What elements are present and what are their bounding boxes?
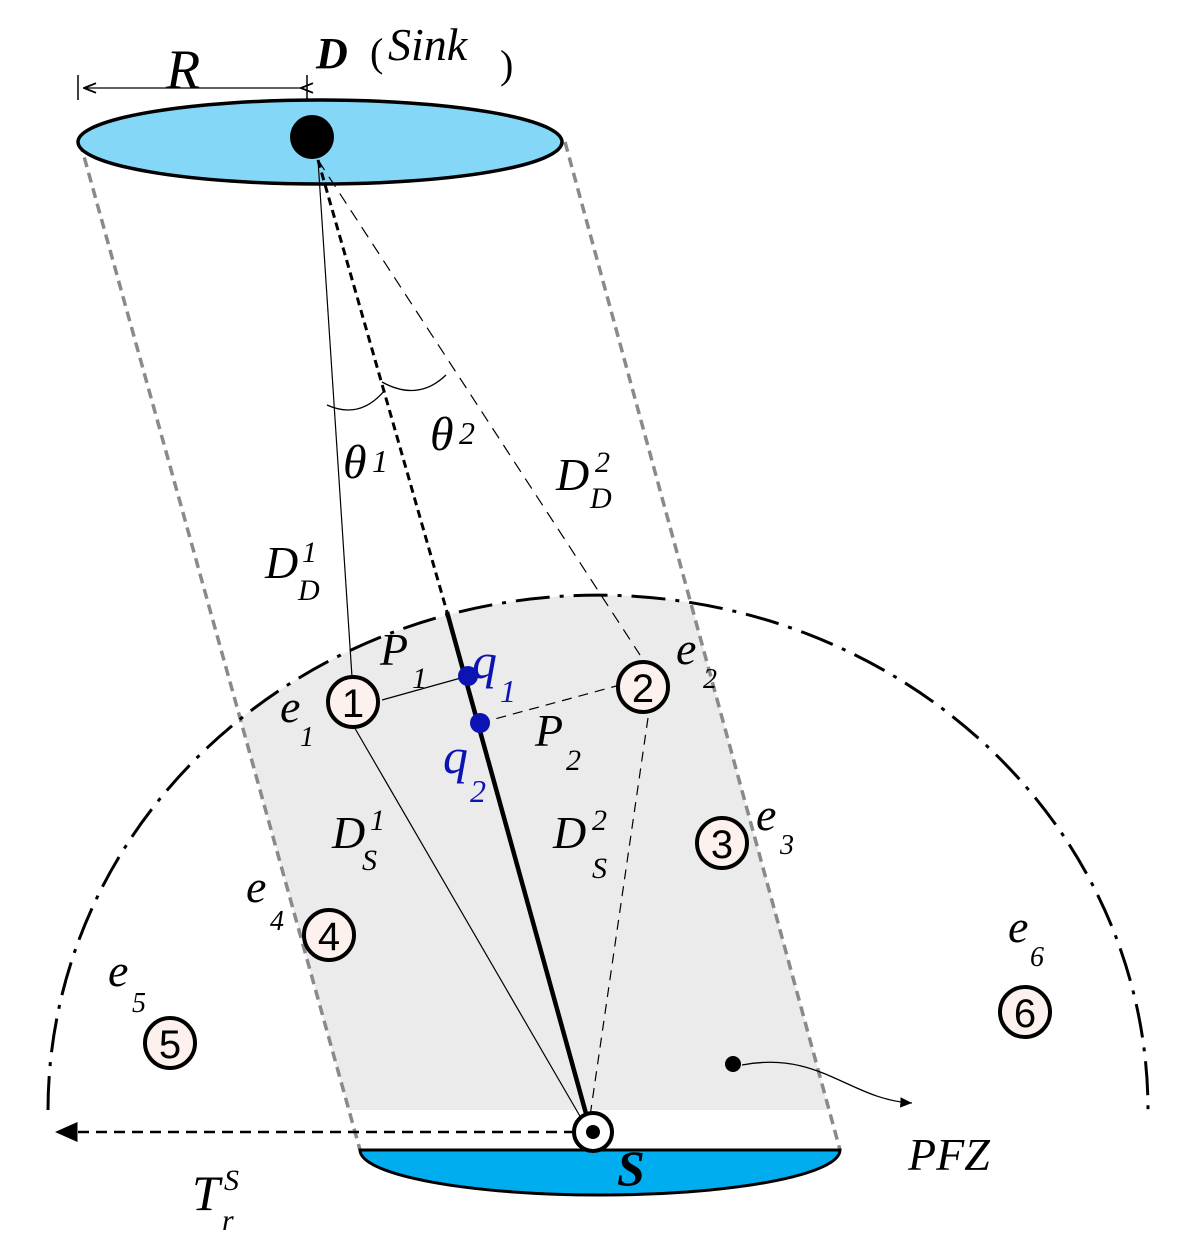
source-base-ellipse xyxy=(358,1148,842,1197)
node-4-subscript: 4 xyxy=(270,906,284,937)
node-1-subscript: 1 xyxy=(300,722,314,753)
node-3-label: e xyxy=(756,789,776,840)
dd1-subscript: D xyxy=(297,574,320,607)
node-5-subscript: 5 xyxy=(132,988,146,1019)
theta2-superscript: 2 xyxy=(459,415,475,451)
projection-p2 xyxy=(479,684,621,724)
node-6: 6 xyxy=(998,985,1052,1039)
source-label: S xyxy=(617,1140,645,1196)
radius-label: R xyxy=(165,39,200,101)
theta1-label: θ xyxy=(343,436,367,489)
dd1-superscript: 1 xyxy=(302,536,317,569)
node-3-subscript: 3 xyxy=(779,830,794,861)
sink-name: Sink xyxy=(388,19,469,70)
node-6-number: 6 xyxy=(1014,992,1036,1036)
node-2-subscript: 2 xyxy=(703,664,717,695)
dd2-base: D xyxy=(555,449,589,500)
projection-p1 xyxy=(381,675,469,701)
node-4: 4 xyxy=(302,908,356,962)
ds1-base: D xyxy=(331,807,365,858)
node-6-label: e xyxy=(1008,901,1028,952)
q1-base: q xyxy=(472,633,497,689)
node-2-label: e xyxy=(676,623,696,674)
q1-subscript: 1 xyxy=(500,673,516,709)
theta2-label: θ xyxy=(430,408,454,461)
sink-to-source-solid xyxy=(444,611,593,1129)
range-label-subscript: r xyxy=(222,1204,234,1237)
dd2-subscript: D xyxy=(589,482,612,515)
range-label-base: T xyxy=(192,1165,223,1221)
ds2-base: D xyxy=(552,807,586,858)
pfz-region xyxy=(80,595,840,1110)
node-1-number: 1 xyxy=(342,682,364,726)
node-2-number: 2 xyxy=(632,667,654,711)
pfz-pointer-curve xyxy=(741,1061,913,1108)
sink-node xyxy=(290,115,334,159)
theta2-arc xyxy=(381,374,447,392)
ds1-subscript: S xyxy=(362,844,377,877)
node-5-number: 5 xyxy=(159,1023,181,1067)
sink-paren-open: ( xyxy=(370,30,383,75)
sink-to-source-dashed xyxy=(316,159,449,613)
point-q1 xyxy=(458,666,478,686)
node-3-number: 3 xyxy=(711,823,733,867)
sink-letter: D xyxy=(315,29,348,78)
ds1-superscript: 1 xyxy=(370,804,385,837)
node-6-subscript: 6 xyxy=(1030,942,1044,973)
node-5: 5 xyxy=(143,1016,197,1070)
dd1-base: D xyxy=(264,537,298,588)
pfz-label: PFZ xyxy=(907,1129,990,1180)
ds2-superscript: 2 xyxy=(592,804,607,837)
theta1-superscript: 1 xyxy=(372,443,388,479)
node-4-number: 4 xyxy=(318,915,340,959)
source-to-node2-line xyxy=(587,717,649,1131)
q2-base: q xyxy=(443,728,468,784)
node-4-label: e xyxy=(246,861,266,912)
source-to-node1-line xyxy=(352,724,589,1131)
p2-base: P xyxy=(534,705,563,756)
point-q2 xyxy=(470,713,490,733)
cylinder-edge-right xyxy=(563,141,842,1151)
theta1-arc xyxy=(326,389,386,411)
source-node-inner xyxy=(586,1125,600,1139)
node-3: 3 xyxy=(695,816,749,870)
node-1: 1 xyxy=(326,675,380,729)
range-label-superscript: S xyxy=(224,1164,239,1197)
sink-paren-close: ) xyxy=(500,42,513,87)
ds2-subscript: S xyxy=(592,852,607,885)
pfz-pointer-dot xyxy=(725,1056,741,1072)
cylinder-edge-left xyxy=(78,141,362,1151)
p2-subscript: 2 xyxy=(566,744,581,777)
p1-base: P xyxy=(379,624,408,675)
node-2: 2 xyxy=(616,660,670,714)
transmission-range-arc xyxy=(46,593,1150,1111)
sink-to-node1-line xyxy=(317,159,353,678)
p1-subscript: 1 xyxy=(412,662,427,695)
node-1-label: e xyxy=(280,681,300,732)
q2-subscript: 2 xyxy=(470,773,486,809)
dd2-superscript: 2 xyxy=(595,446,610,479)
node-5-label: e xyxy=(108,945,128,996)
